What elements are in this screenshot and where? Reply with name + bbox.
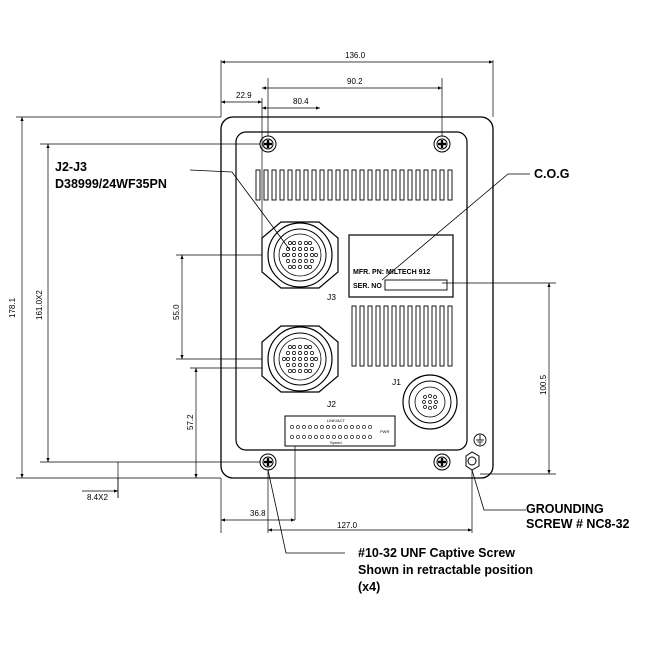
status-panel-right-label: PWR — [380, 429, 389, 434]
serial-number-box — [384, 279, 448, 291]
dim-hole-spacing-top: 90.2 — [347, 77, 363, 86]
status-panel-top-label: LINK/ACT — [327, 418, 346, 423]
callout-captive-line1: #10-32 UNF Captive Screw — [358, 546, 515, 560]
phillips-screw-icon — [433, 453, 451, 471]
connector-j3-label: J3 — [327, 292, 336, 302]
connector-j2-label: J2 — [327, 399, 336, 409]
vent-slots-bottom — [351, 305, 453, 367]
leader-lines — [189, 169, 530, 554]
dimension-lines — [16, 60, 556, 533]
dim-connector-spacing: 55.0 — [172, 304, 181, 320]
callout-grounding-line1: GROUNDING — [526, 502, 604, 516]
ground-symbol-icon — [473, 433, 487, 447]
dim-j3-offset: 80.4 — [293, 97, 309, 106]
connector-j2: J2 — [261, 325, 339, 409]
phillips-screw-icon — [433, 135, 451, 153]
dim-hole-inset: 8.4X2 — [87, 493, 108, 502]
callout-j2-j3-part: D38999/24WF35PN — [55, 177, 167, 191]
connector-j1-label: J1 — [392, 377, 401, 387]
vent-slots-top — [255, 169, 453, 201]
dim-hole-spacing-vertical: 161.0X2 — [35, 290, 44, 320]
grounding-screw — [465, 451, 480, 471]
dim-cog-height: 100.5 — [539, 374, 548, 395]
callout-captive-line2: Shown in retractable position — [358, 563, 533, 577]
dim-height-overall: 178.1 — [8, 297, 17, 318]
phillips-screw-icon — [259, 135, 277, 153]
callout-captive-line3: (x4) — [358, 580, 380, 594]
dim-width-overall: 136.0 — [345, 51, 366, 60]
callout-j2-j3-title: J2-J3 — [55, 160, 87, 174]
connector-j1: J1 — [392, 374, 458, 430]
nameplate-mfr: MFR. PN: MILTECH 912 — [353, 269, 430, 276]
dim-left-offset: 22.9 — [236, 91, 252, 100]
callout-cog: C.O.G — [534, 167, 569, 181]
nameplate-serial-label: SER. NO — [353, 283, 382, 290]
callout-grounding-line2: SCREW # NC8-32 — [526, 517, 630, 531]
dim-j2-offset-bottom: 36.8 — [250, 509, 266, 518]
connector-j3: J3 — [261, 221, 339, 302]
status-panel-bottom-label: Speed — [330, 440, 342, 445]
phillips-screw-icon — [259, 453, 277, 471]
dim-j2-height: 57.2 — [186, 414, 195, 430]
status-panel: LINK/ACT PWR Speed — [284, 415, 396, 447]
dim-hole-spacing-bottom: 127.0 — [337, 521, 358, 530]
